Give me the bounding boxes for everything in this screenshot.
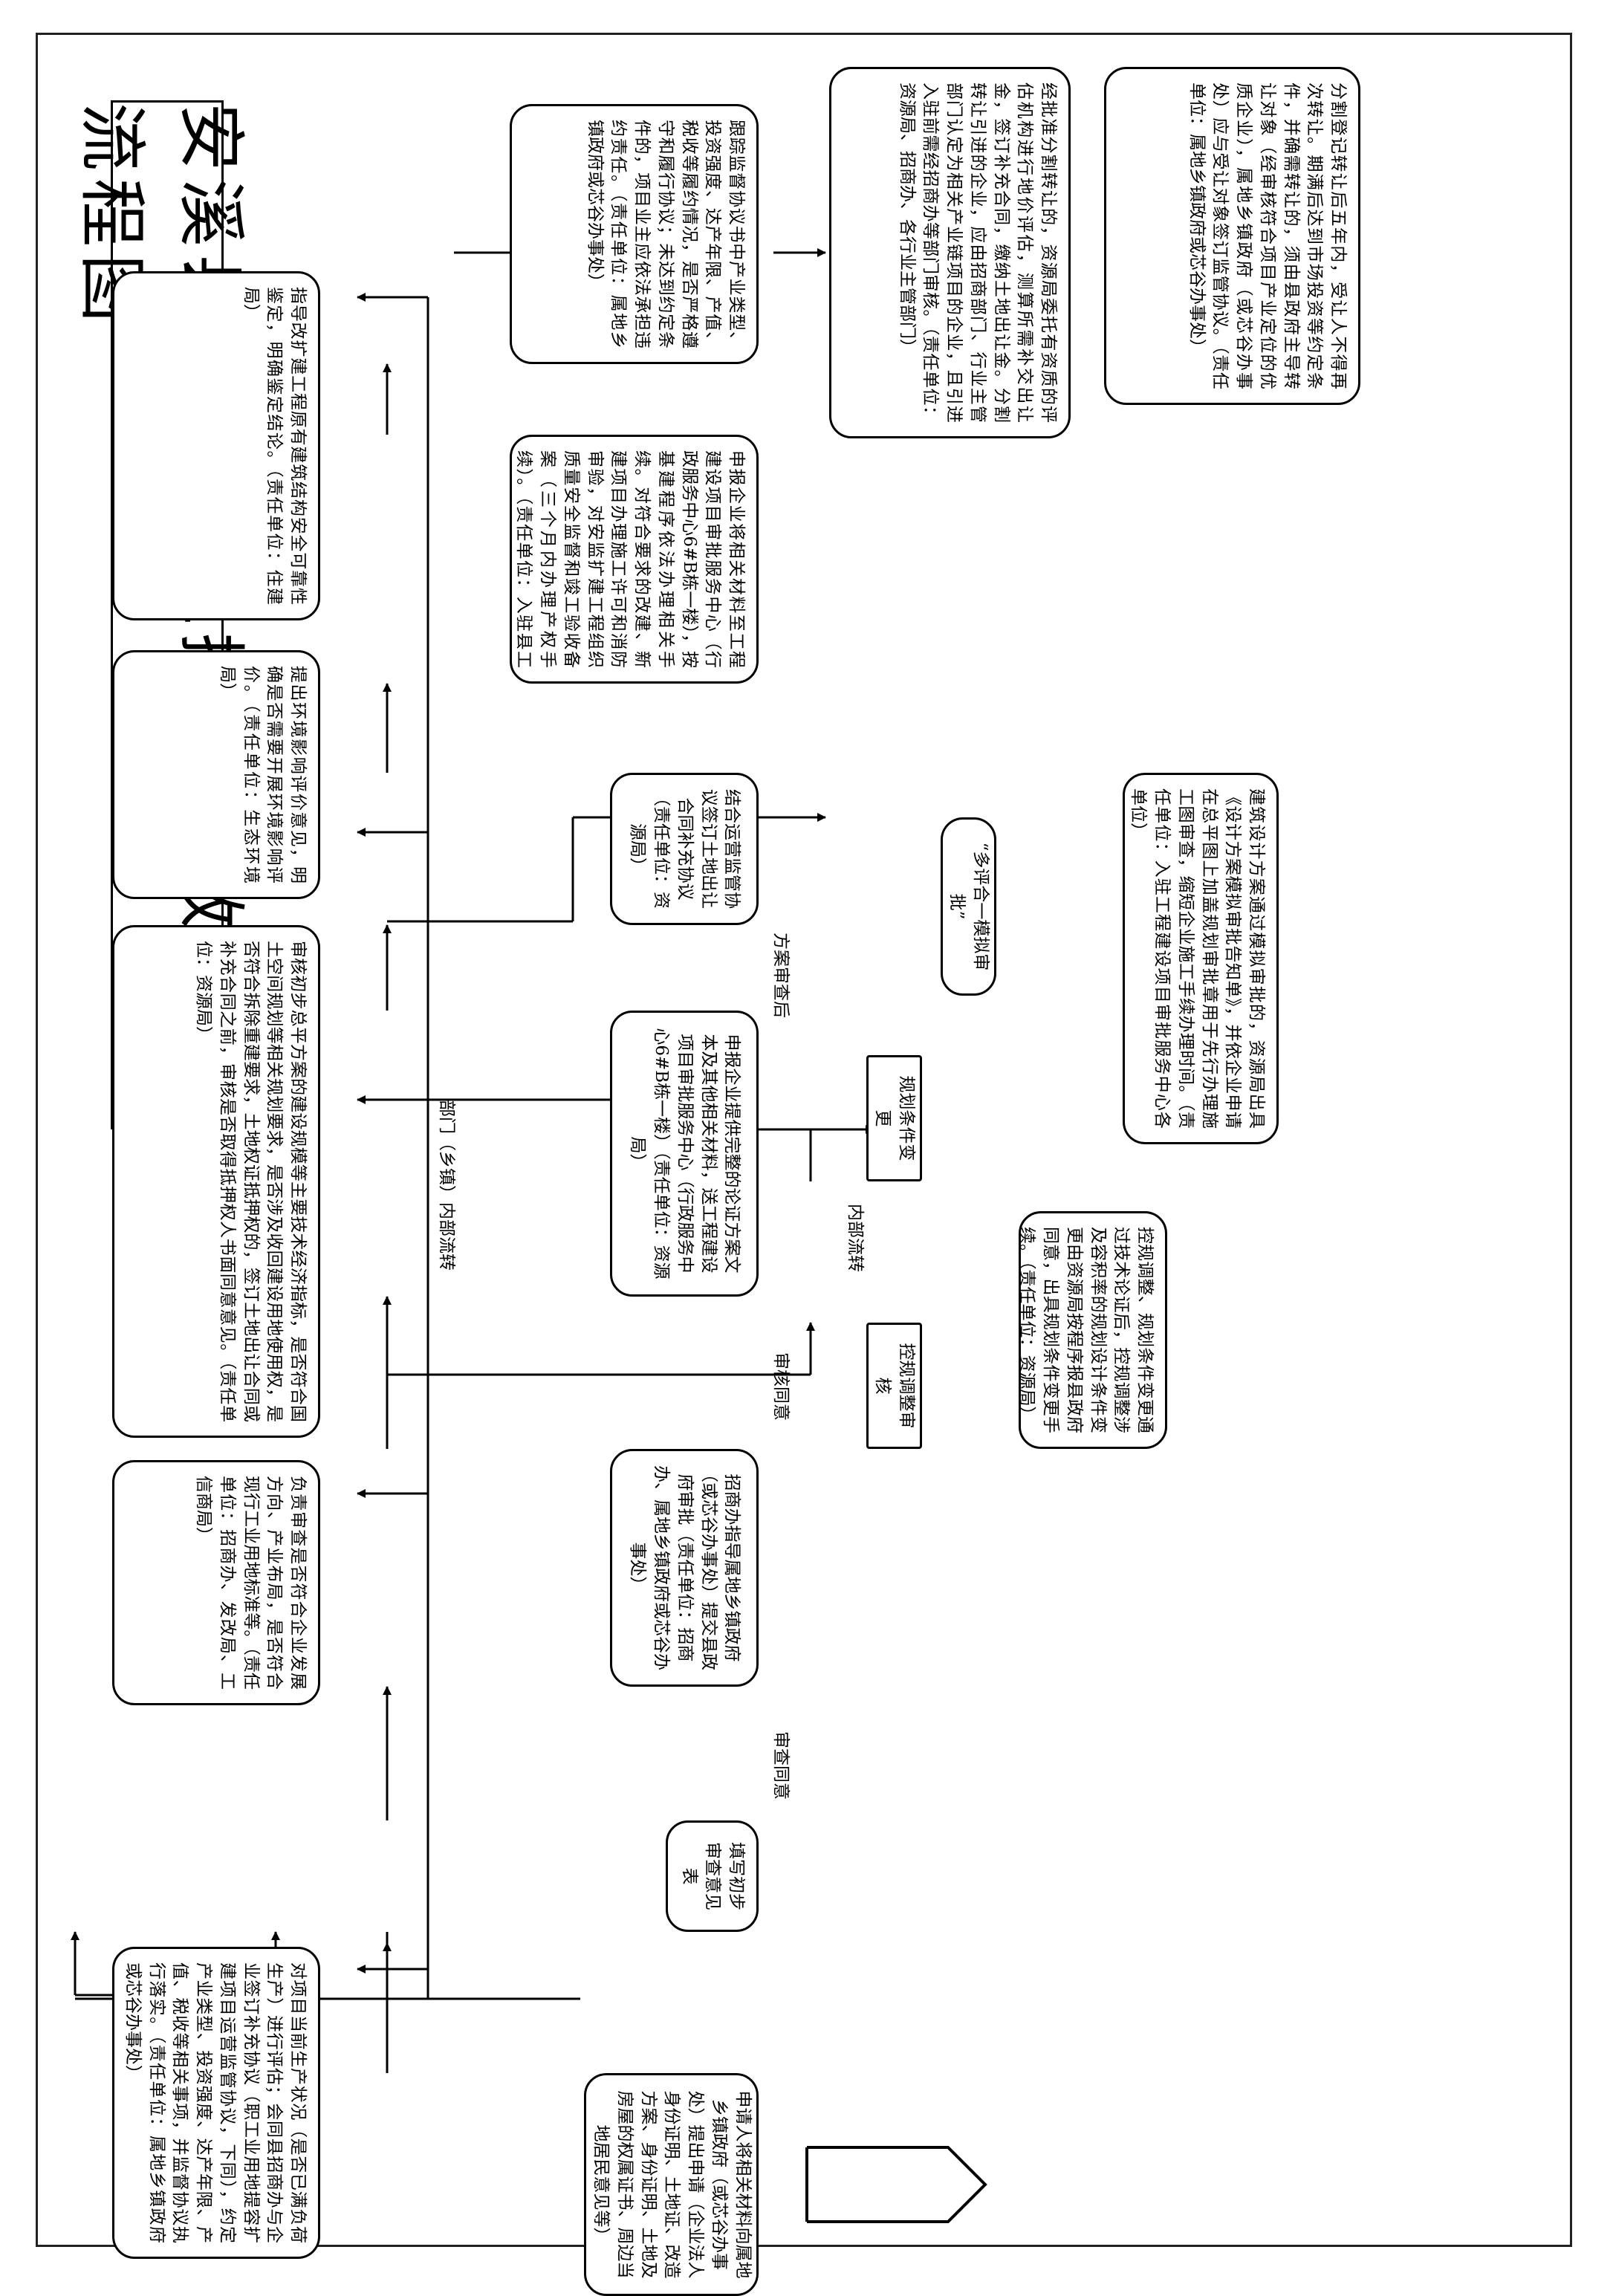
node-bottom-3: 审核初步总平方案的建设规模等主要技术经济指标，是否符合国土空间规划等相关规划要求… (112, 925, 320, 1438)
node-investment-guidance: 招商办指导属地乡镇政府（或芯谷办事处）提交县政府审批（责任单位：招商办、属地乡镇… (610, 1449, 759, 1687)
node-bottom-5: 指导改扩建工程原有建筑结构安全可靠性鉴定，明确鉴定结论。（责任单位：住建局） (112, 271, 320, 620)
node-preliminary-review: 填写初步审查意见表 (666, 1820, 759, 1932)
node-bottom-4: 提出环境影响评价意见，明确是否需要开展环境影响评价。（责任单位：生态环境局） (112, 650, 320, 899)
start-hollow-arrow-icon (933, 2146, 987, 2223)
node-construction-permit: 申报企业将相关材料至工程建设项目审批服务中心（行政服务中心6#B栋一楼），按基建… (510, 435, 759, 684)
node-transfer-approval: 经批准分割转让的，资源局委托有资质的评估机构进行地价评估，测算所需补交出让金，签… (829, 67, 1071, 438)
node-land-contract: 结合运营监管协议签订土地出让合同补充协议（责任单位：资源局） (610, 773, 759, 925)
node-planning-adjust: 控规调整、规划条件变更通过技术论证后，控规调整涉及容积率的规划设计条件变更由资源… (1019, 1211, 1167, 1449)
label-approve-2: 审核同意 (771, 1352, 791, 1421)
label-internal-2: 部门（乡镇）内部流转 (437, 1100, 456, 1271)
node-submit-materials: 申报企业提供完整的论证方案文本及其他相关材料，送工程建设项目审批服务中心（行政服… (610, 1011, 759, 1297)
node-bottom-1: 对项目当前生产状况（是否已满负荷生产）进行评估；会同县招商办与企业签订补充协议（… (112, 1947, 320, 2259)
page-border (36, 33, 1572, 2247)
label-internal-1: 内部流转 (846, 1204, 865, 1272)
node-tracking: 跟踪监督协议书中产业类型、投资强度、达产年限、产值、税收等履约情况，是否严格遵守… (510, 104, 759, 364)
label-approve-1: 审查同意 (771, 1731, 791, 1800)
node-design-scheme: 建筑设计方案通过模拟审批的，资源局出具《设计方案模拟审批告知单》，并依企业申请在… (1123, 773, 1279, 1144)
node-bottom-2: 负责审查是否符合企业发展方向、产业布局，是否符合现行工业用地标准等。（责任单位：… (112, 1460, 320, 1705)
node-apply: 申请人将相关材料向属地乡镇政府（或芯谷办事处）提出申请（企业法人身份证明、土地证… (584, 2073, 759, 2296)
node-planning-review: 控规调整审核 (866, 1323, 922, 1449)
label-after-review: 方案审查后 (771, 933, 791, 1018)
node-transfer-limit: 分割登记转让后五年内，受让人不得再次转让。期满后达到市场投资等约定条件，并确需转… (1104, 67, 1360, 405)
node-planning-change: 规划条件变更 (866, 1055, 922, 1181)
node-multi-review: “多评合一模拟审批” (941, 817, 996, 996)
